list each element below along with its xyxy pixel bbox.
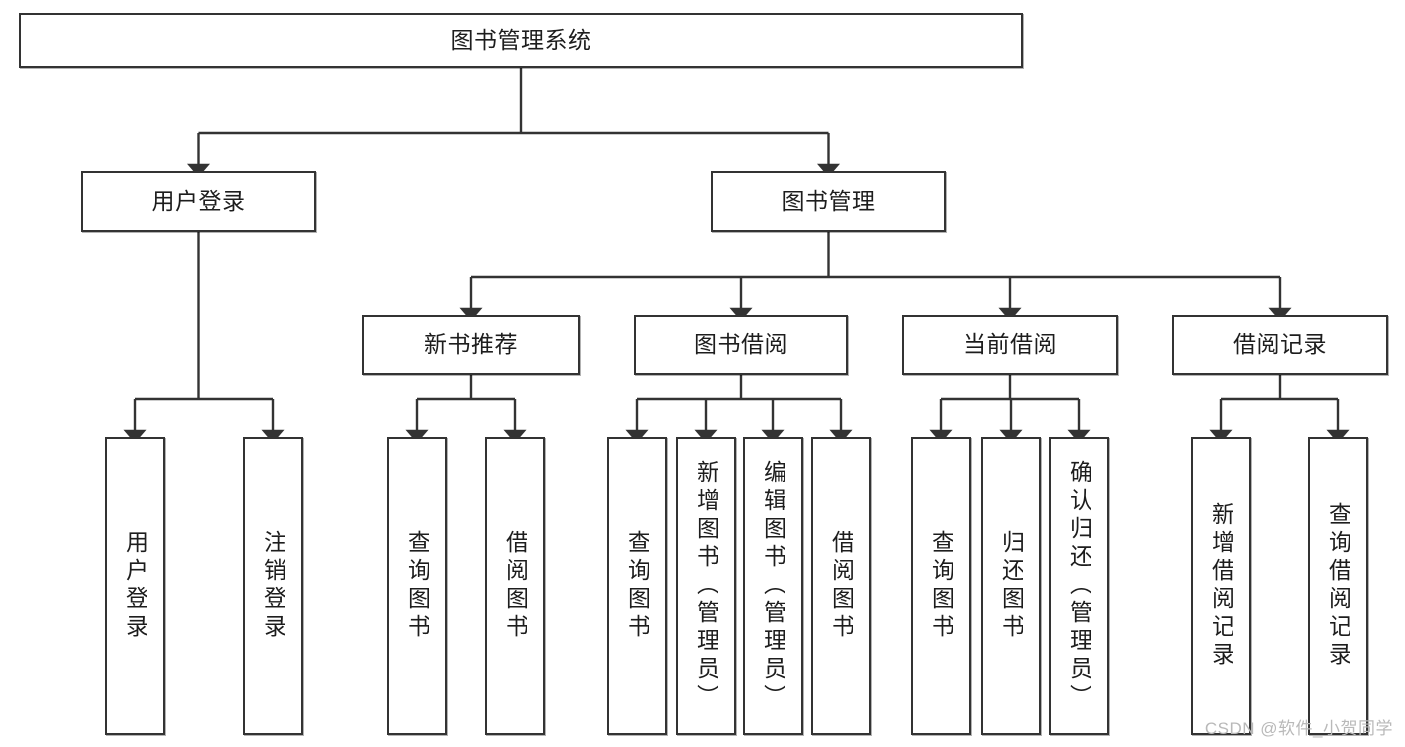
node-l1[interactable]: 用户登录 — [105, 437, 165, 735]
node-label: 查询图书 — [929, 530, 953, 642]
node-label: 新书推荐 — [424, 331, 518, 358]
node-newbook[interactable]: 新书推荐 — [362, 315, 580, 375]
node-l2[interactable]: 注销登录 — [243, 437, 303, 735]
csdn-watermark: CSDN @软件_小贺同学 — [1204, 719, 1393, 738]
node-label: 查询图书 — [405, 530, 429, 642]
node-records[interactable]: 借阅记录 — [1172, 315, 1388, 375]
node-label: 确认归还（管理员） — [1067, 460, 1091, 712]
node-c3[interactable]: 确认归还（管理员） — [1049, 437, 1109, 735]
node-label: 图书管理 — [781, 187, 876, 214]
node-label: 当前借阅 — [963, 331, 1057, 358]
node-current[interactable]: 当前借阅 — [902, 315, 1118, 375]
node-r2[interactable]: 查询借阅记录 — [1308, 437, 1368, 735]
node-r1[interactable]: 新增借阅记录 — [1191, 437, 1251, 735]
node-root[interactable]: 图书管理系统 — [19, 13, 1023, 68]
node-c1[interactable]: 查询图书 — [911, 437, 971, 735]
node-b2[interactable]: 新增图书（管理员） — [676, 437, 736, 735]
node-b3[interactable]: 编辑图书（管理员） — [743, 437, 803, 735]
node-label: 注销登录 — [261, 530, 285, 642]
node-label: 用户登录 — [151, 187, 246, 214]
node-label: 借阅图书 — [503, 530, 527, 642]
node-label: 查询借阅记录 — [1326, 502, 1350, 670]
node-label: 查询图书 — [625, 530, 649, 642]
node-label: 归还图书 — [999, 530, 1023, 642]
node-c2[interactable]: 归还图书 — [981, 437, 1041, 735]
node-label: 新增图书（管理员） — [694, 460, 718, 712]
node-n1[interactable]: 查询图书 — [387, 437, 447, 735]
node-bookmgmt[interactable]: 图书管理 — [711, 171, 946, 232]
node-label: 借阅图书 — [829, 530, 853, 642]
node-label: 编辑图书（管理员） — [761, 460, 785, 712]
node-label: 用户登录 — [123, 530, 147, 642]
node-label: 图书借阅 — [694, 331, 788, 358]
node-b1[interactable]: 查询图书 — [607, 437, 667, 735]
node-n2[interactable]: 借阅图书 — [485, 437, 545, 735]
node-login[interactable]: 用户登录 — [81, 171, 316, 232]
node-label: 新增借阅记录 — [1209, 502, 1233, 670]
node-label: 图书管理系统 — [450, 26, 592, 53]
node-b4[interactable]: 借阅图书 — [811, 437, 871, 735]
node-borrow[interactable]: 图书借阅 — [634, 315, 848, 375]
node-label: 借阅记录 — [1233, 331, 1327, 358]
